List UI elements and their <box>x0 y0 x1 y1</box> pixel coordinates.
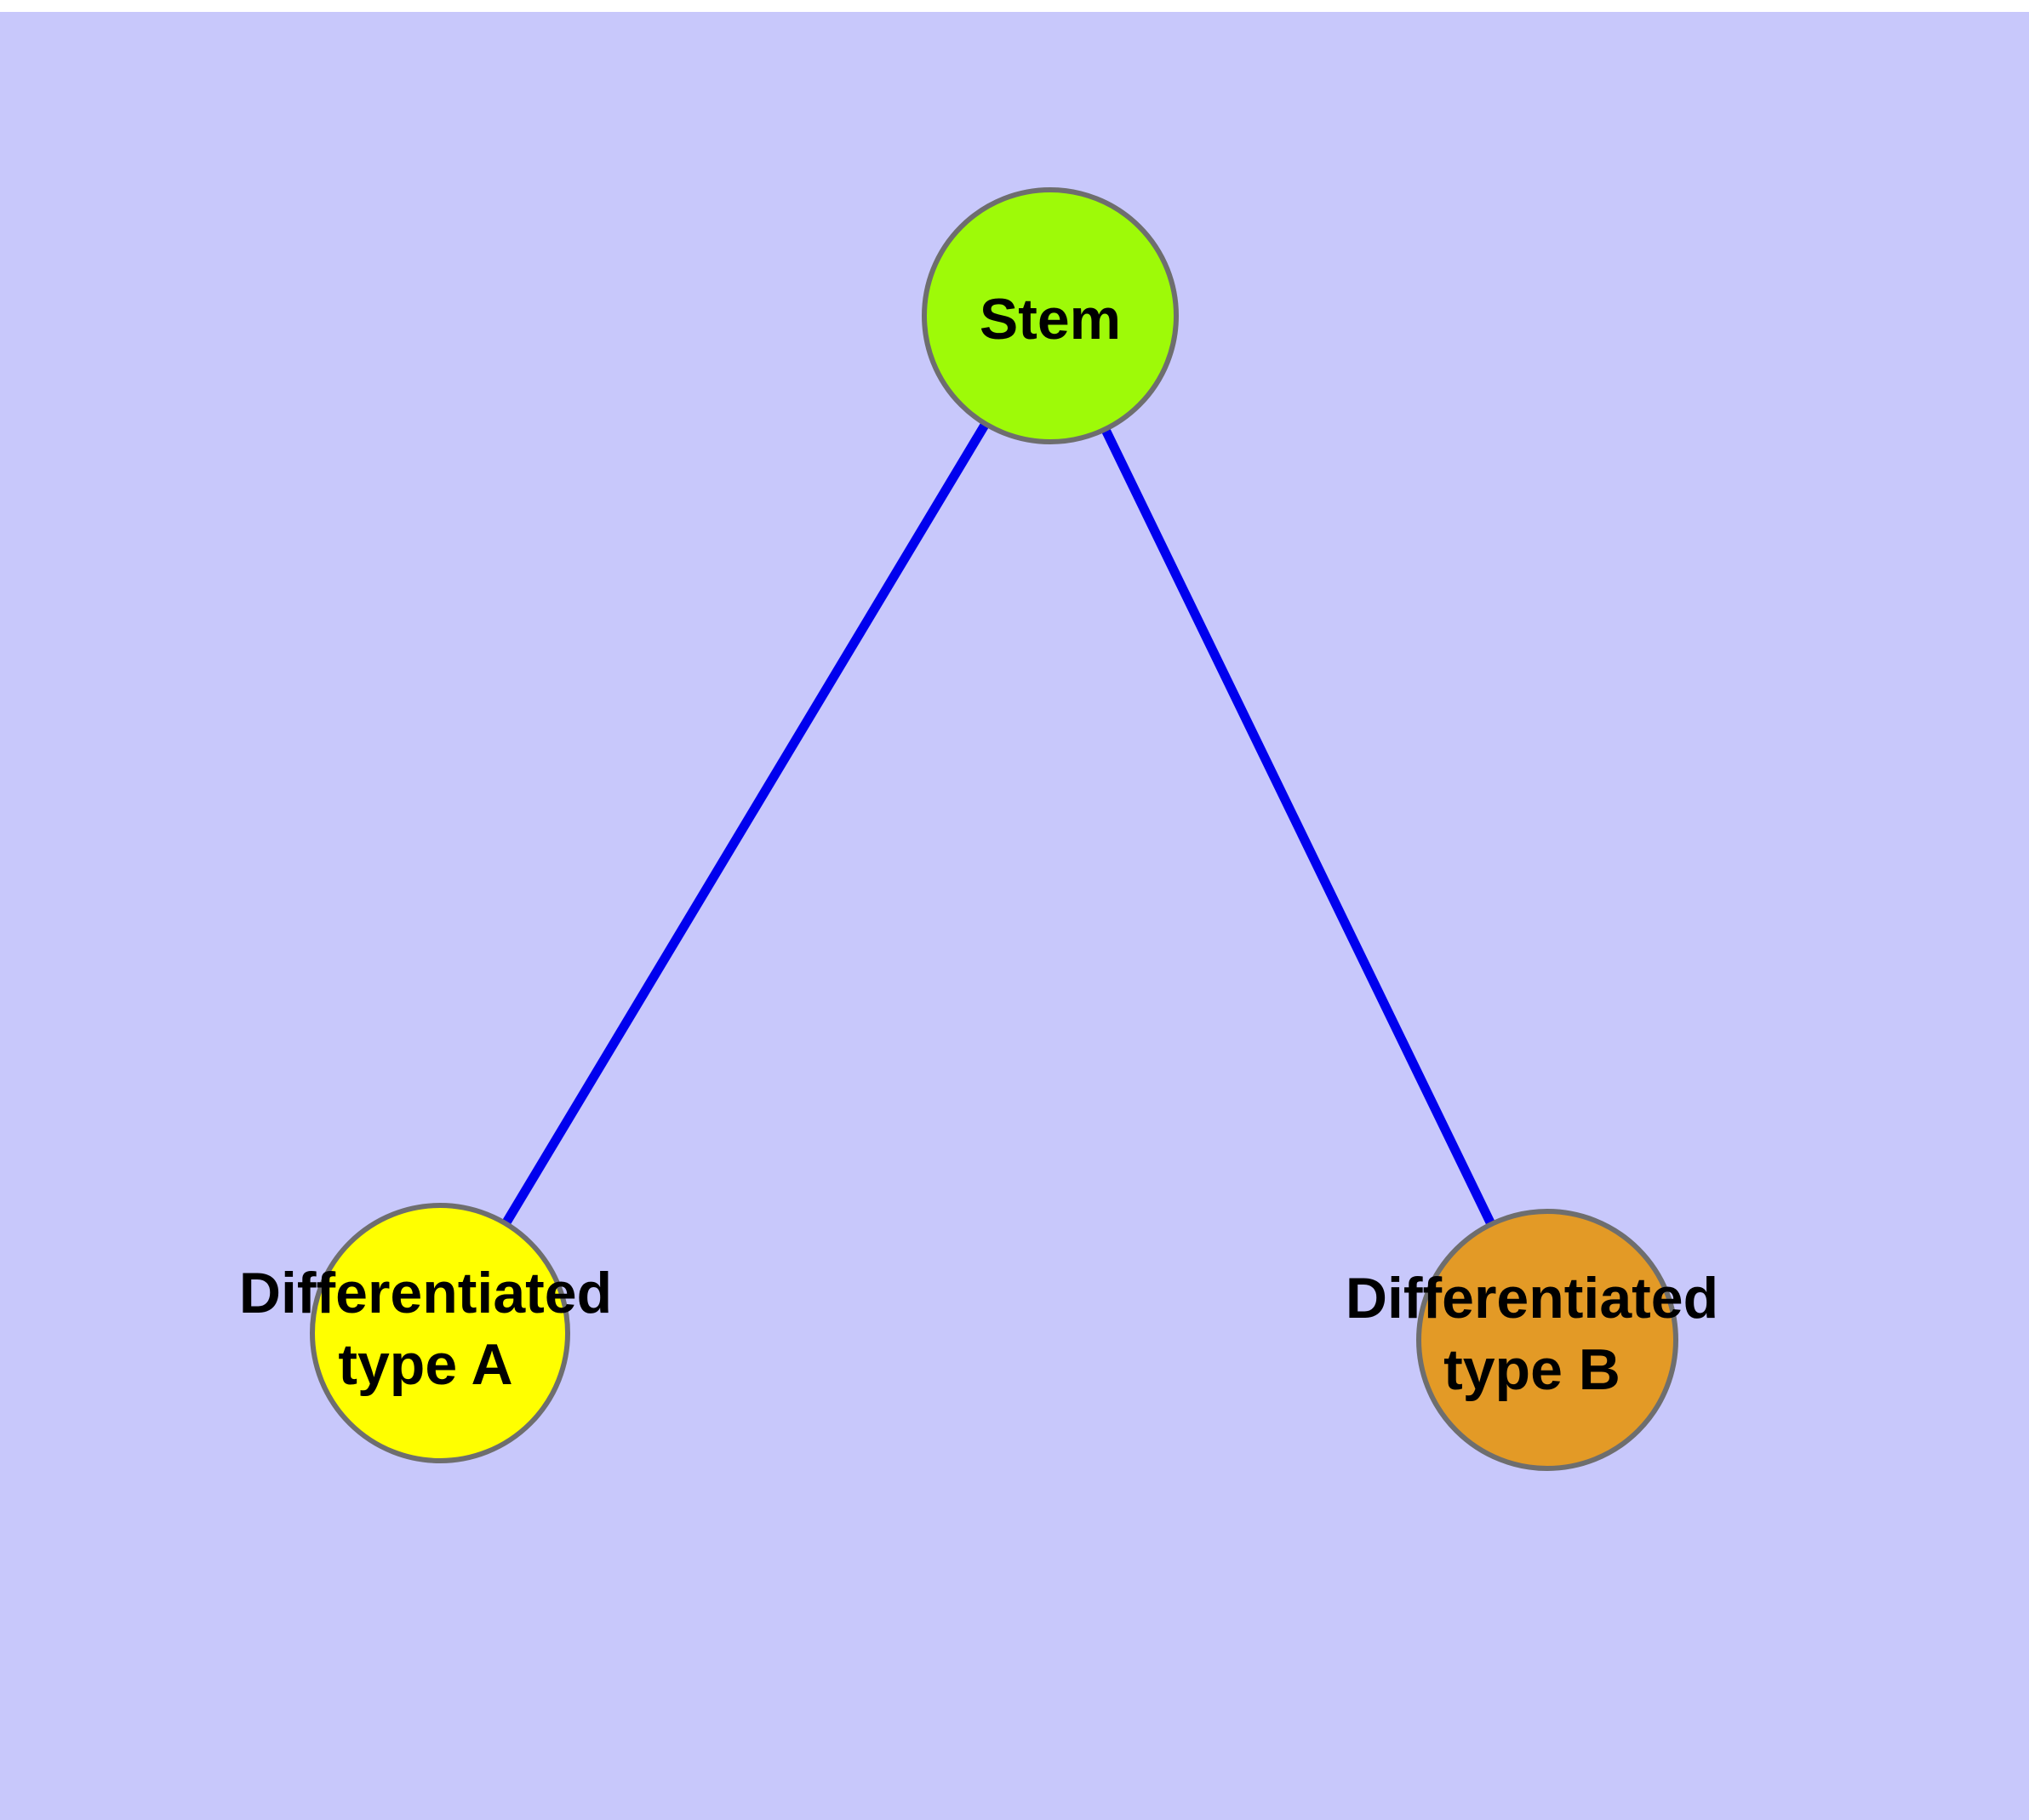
node-stem-circle[interactable] <box>922 187 1179 444</box>
node-differentiated-type-b-label-line1: Differentiated <box>1346 1266 1718 1331</box>
node-differentiated-type-b-label-line2: type B <box>1443 1337 1620 1402</box>
node-differentiated-type-b-circle[interactable] <box>1416 1209 1678 1471</box>
node-differentiated-type-a[interactable]: Differentiated type A <box>239 1203 612 1463</box>
node-differentiated-type-a-circle[interactable] <box>310 1203 570 1463</box>
edge-stem-to-differentiated-type-b[interactable] <box>1046 313 1552 1342</box>
node-differentiated-type-b[interactable]: Differentiated type B <box>1346 1209 1718 1471</box>
node-differentiated-type-a-label-line2: type A <box>338 1332 512 1397</box>
node-differentiated-type-a-label-line1: Differentiated <box>239 1261 612 1325</box>
node-stem[interactable]: Stem <box>922 187 1179 444</box>
node-stem-label: Stem <box>980 287 1121 352</box>
edges-group <box>436 313 1552 1342</box>
edge-stem-to-differentiated-type-a[interactable] <box>436 313 1055 1336</box>
